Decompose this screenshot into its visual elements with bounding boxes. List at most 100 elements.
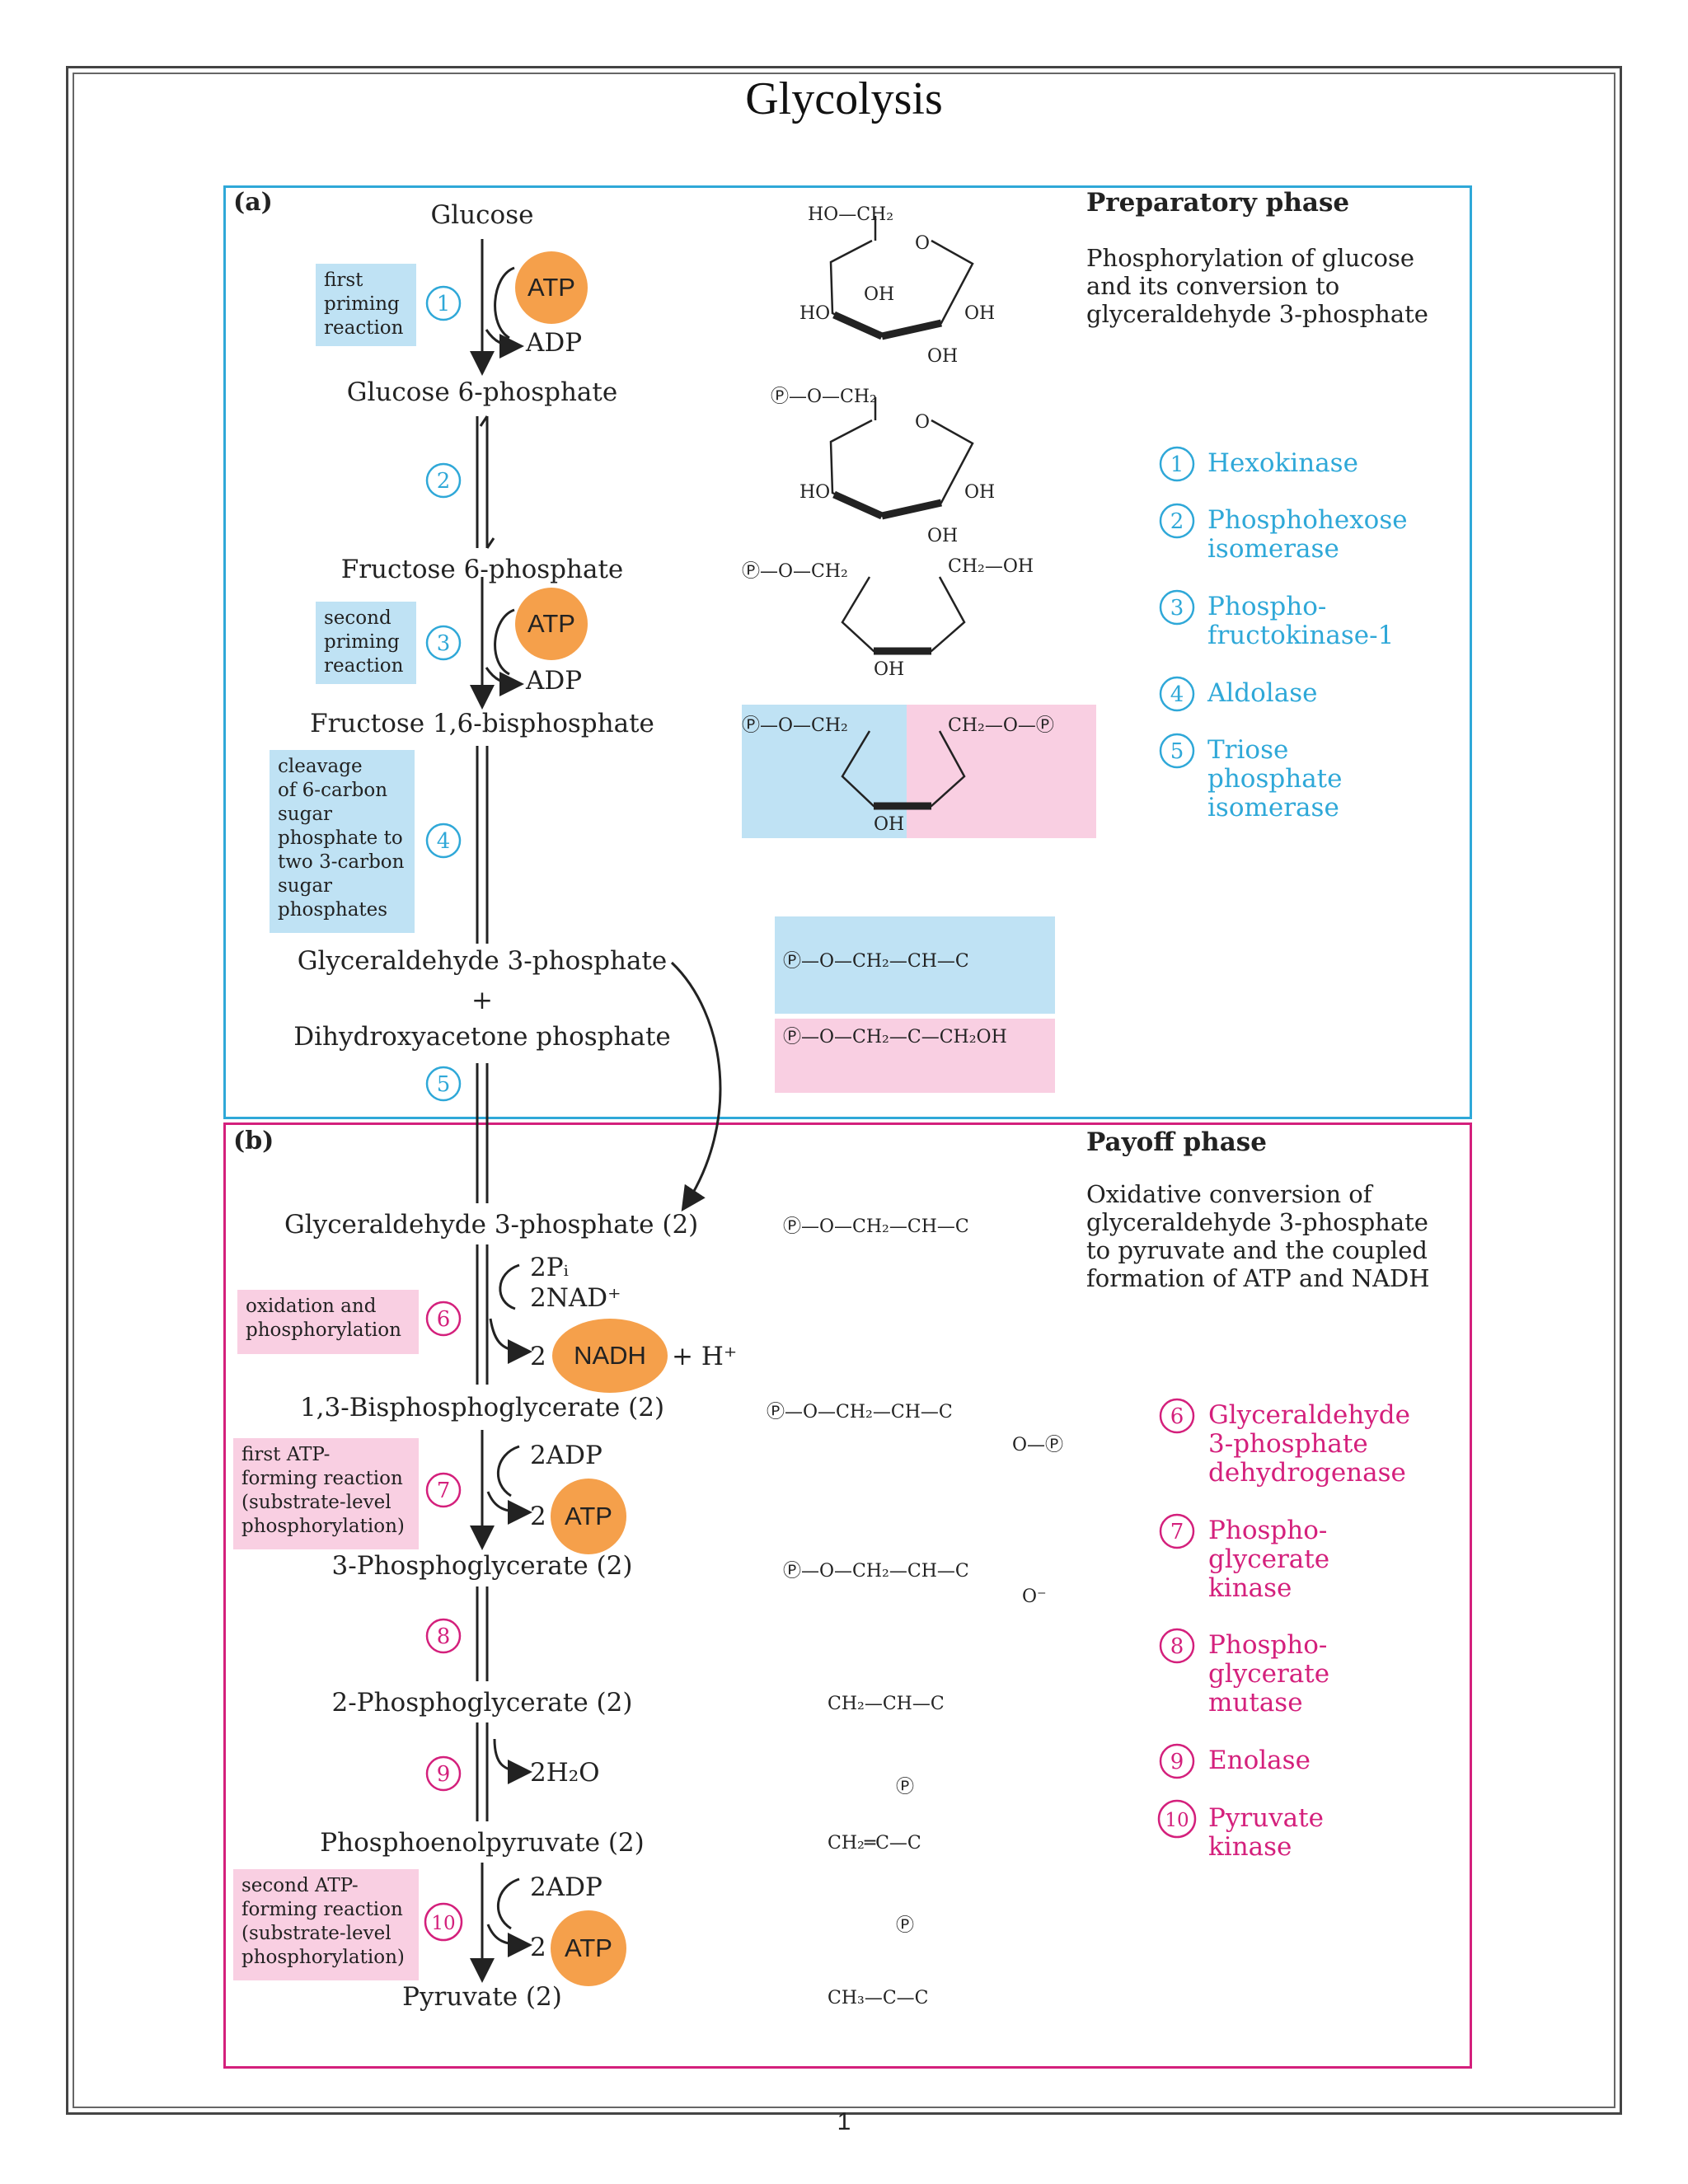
pep-structure: CH₂═C—C xyxy=(828,1833,921,1854)
step-1-circle xyxy=(425,285,462,321)
pyruvate-structure: CH₃—C—C xyxy=(828,1988,929,2008)
g6p-oh: OH xyxy=(964,482,996,503)
molecule-glyceraldehyde-3-phosphate: Glyceraldehyde 3-phosphate xyxy=(297,946,668,976)
ring-oxygen: O xyxy=(915,233,931,254)
molecule-3-phosphoglycerate: 3-Phosphoglycerate (2) xyxy=(331,1551,633,1581)
page-number: 1 xyxy=(837,2108,851,2135)
svg-text:4: 4 xyxy=(437,829,451,854)
page-title: Glycolysis xyxy=(745,73,943,124)
svg-text:5: 5 xyxy=(437,1072,451,1097)
svg-text:9: 9 xyxy=(437,1762,451,1787)
note-first-atp-forming: first ATP-forming reaction (substrate-le… xyxy=(233,1438,419,1549)
molecule-fructose-1-6-bisphosphate: Fructose 1,6-bisphosphate xyxy=(310,709,654,738)
pi-reactant: 2Pᵢ xyxy=(530,1253,569,1282)
step-4-circle xyxy=(425,823,462,859)
svg-text:2: 2 xyxy=(1170,509,1184,534)
glucose-oh-2: OH xyxy=(927,346,959,367)
preparatory-phase-description: Phosphorylation of glucose and its conve… xyxy=(1086,244,1428,328)
step-9-circle xyxy=(425,1755,462,1792)
nadh-oval: NADH xyxy=(552,1319,668,1393)
molecule-gap-2: Glyceraldehyde 3-phosphate (2) xyxy=(284,1210,699,1240)
note-second-atp-forming: second ATP-forming reaction (substrate-l… xyxy=(233,1869,419,1980)
svg-text:8: 8 xyxy=(437,1624,451,1649)
gap2-structure: Ⓟ—O—CH₂—CH—C xyxy=(783,1216,969,1237)
step-2-circle xyxy=(425,462,462,499)
plus-sign: + xyxy=(471,986,493,1015)
adp-step-1: ADP xyxy=(526,328,583,358)
glucose-structure-head: HO—CH₂ xyxy=(808,204,894,225)
step-7-circle xyxy=(425,1472,462,1508)
g6p-ho: HO xyxy=(799,482,831,503)
molecule-1-3-bisphosphoglycerate: 1,3-Bisphosphoglycerate (2) xyxy=(299,1393,665,1422)
enzyme-pyruvate-kinase: Pyruvate kinase xyxy=(1208,1803,1324,1862)
molecule-glucose-6-phosphate: Glucose 6-phosphate xyxy=(346,377,618,407)
svg-text:2: 2 xyxy=(437,469,451,494)
nadh-coefficient: 2 xyxy=(530,1342,546,1371)
ring-oxygen-2: O xyxy=(915,412,931,433)
step-6-circle xyxy=(425,1301,462,1337)
pep-phosphate: Ⓟ xyxy=(896,1915,915,1936)
pg2-phosphate: Ⓟ xyxy=(896,1777,915,1797)
bpg-structure: Ⓟ—O—CH₂—CH—C xyxy=(767,1402,953,1422)
pg3-structure: Ⓟ—O—CH₂—CH—C xyxy=(783,1561,969,1582)
outer-frame xyxy=(66,66,1622,2115)
enzyme-enolase: Enolase xyxy=(1208,1746,1311,1775)
svg-text:3: 3 xyxy=(437,631,451,656)
atp-circle-step-10: ATP xyxy=(551,1910,626,1986)
f16bp-ch2op: CH₂—O—Ⓟ xyxy=(948,715,1054,736)
enzyme-phosphofructokinase: Phospho- fructokinase-1 xyxy=(1207,592,1395,650)
preparatory-phase-panel xyxy=(223,185,1472,1119)
g6p-oh-2: OH xyxy=(927,526,959,546)
adp-step-10: 2ADP xyxy=(530,1872,603,1902)
adp-step-7: 2ADP xyxy=(530,1441,603,1470)
molecule-fructose-6-phosphate: Fructose 6-phosphate xyxy=(340,555,624,584)
proton-product: + H⁺ xyxy=(672,1342,738,1371)
water-product: 2H₂O xyxy=(530,1758,600,1788)
nad-reactant: 2NAD⁺ xyxy=(530,1283,621,1313)
step-3-circle xyxy=(425,625,462,661)
enzyme-phosphoglycerate-mutase: Phospho- glycerate mutase xyxy=(1208,1630,1330,1718)
payoff-phase-title: Payoff phase xyxy=(1086,1127,1267,1157)
g6p-structure-head: Ⓟ—O—CH₂ xyxy=(771,387,877,407)
step-10-circle xyxy=(424,1902,463,1942)
f16bp-structure-head: Ⓟ—O—CH₂ xyxy=(742,715,848,736)
gap-structure: Ⓟ—O—CH₂—CH—C xyxy=(783,951,969,972)
svg-text:9: 9 xyxy=(1170,1750,1184,1774)
gap-transfer-arrow xyxy=(670,961,722,1212)
f16bp-oh: OH xyxy=(874,814,905,835)
panel-a-label: (a) xyxy=(233,188,273,217)
pg2-structure: CH₂—CH—C xyxy=(828,1694,945,1714)
atp-circle-step-7: ATP xyxy=(551,1479,626,1554)
svg-text:3: 3 xyxy=(1170,596,1184,621)
svg-text:6: 6 xyxy=(437,1307,451,1332)
f6p-ch2oh: CH₂—OH xyxy=(948,556,1034,577)
inner-frame xyxy=(73,73,1615,2108)
payoff-phase-description: Oxidative conversion of glyceraldehyde 3… xyxy=(1086,1180,1430,1292)
svg-text:7: 7 xyxy=(437,1479,451,1503)
atp-coefficient-step-7: 2 xyxy=(530,1502,546,1531)
enzyme-aldolase: Aldolase xyxy=(1207,678,1318,708)
svg-text:1: 1 xyxy=(1170,452,1184,477)
glucose-oh-3: OH xyxy=(864,284,895,305)
bpg-phosphate: O—Ⓟ xyxy=(1012,1435,1064,1455)
molecule-dihydroxyacetone-phosphate: Dihydroxyacetone phosphate xyxy=(293,1022,671,1052)
svg-text:8: 8 xyxy=(1170,1634,1184,1659)
preparatory-phase-title: Preparatory phase xyxy=(1086,188,1350,218)
molecule-phosphoenolpyruvate: Phosphoenolpyruvate (2) xyxy=(320,1828,645,1858)
svg-text:5: 5 xyxy=(1170,739,1184,764)
atp-circle-step-3: ATP xyxy=(515,588,588,660)
payoff-phase-panel xyxy=(223,1122,1472,2069)
glucose-ho: HO xyxy=(799,303,831,324)
molecule-2-phosphoglycerate: 2-Phosphoglycerate (2) xyxy=(331,1688,633,1718)
atp-coefficient-step-10: 2 xyxy=(530,1933,546,1962)
svg-text:10: 10 xyxy=(431,1913,455,1934)
step-1-curve xyxy=(494,266,515,340)
pg3-o-minus: O⁻ xyxy=(1022,1586,1047,1607)
dhap-structure: Ⓟ—O—CH₂—C—CH₂OH xyxy=(783,1027,1007,1047)
enzyme-hexokinase: Hexokinase xyxy=(1207,448,1358,478)
